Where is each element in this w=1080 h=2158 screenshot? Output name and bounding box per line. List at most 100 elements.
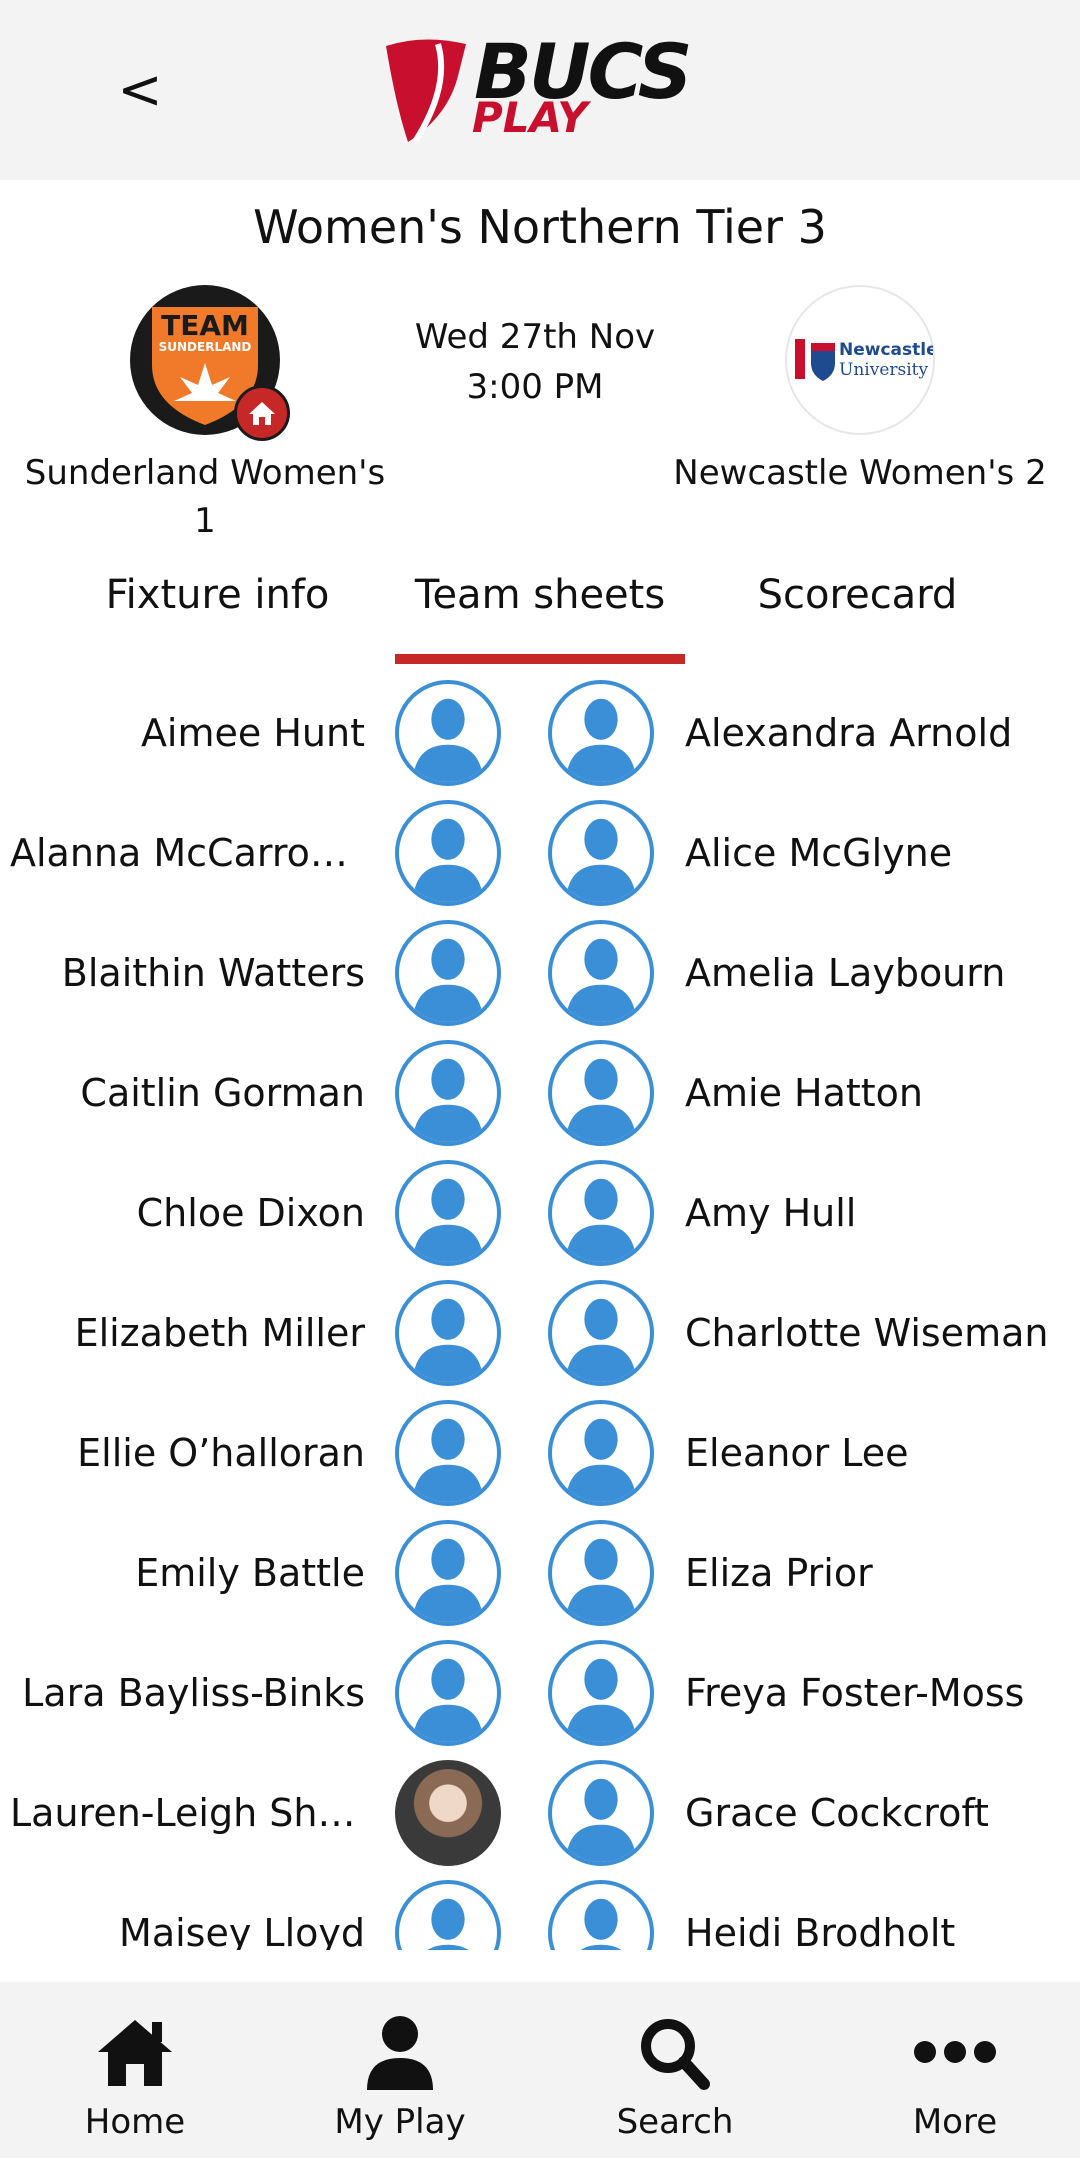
tab-scorecard[interactable]: Scorecard: [757, 572, 958, 618]
away-player-name[interactable]: Amy Hull: [685, 1191, 857, 1235]
fixture-tabs: Fixture info Team sheets Scorecard: [0, 560, 1080, 670]
away-player-avatar[interactable]: [548, 1040, 654, 1146]
home-crest-text: TEAM: [161, 309, 249, 342]
away-player-avatar[interactable]: [548, 1160, 654, 1266]
nav-search[interactable]: Search: [540, 1982, 810, 2158]
away-player-avatar[interactable]: [548, 1520, 654, 1626]
home-player-avatar[interactable]: [395, 800, 501, 906]
logo-play-text: PLAY: [472, 93, 588, 142]
default-avatar-icon: [412, 1418, 484, 1502]
player-row: Elizabeth Miller Charlotte Wiseman: [0, 1272, 1080, 1392]
home-player-name[interactable]: Blaithin Watters: [61, 951, 365, 995]
competition-title: Women's Northern Tier 3: [253, 200, 827, 254]
nav-more-label: More: [912, 2102, 998, 2142]
bottom-navigation: Home My Play Search More: [0, 1982, 1080, 2158]
home-player-avatar[interactable]: [395, 920, 501, 1026]
home-player-avatar[interactable]: [395, 1040, 501, 1146]
away-player-name[interactable]: Amie Hatton: [685, 1071, 924, 1115]
home-team[interactable]: TEAM SUNDERLAND Sunderland Women's 1: [10, 285, 400, 545]
nav-more[interactable]: More: [820, 1982, 1080, 2158]
home-player-name[interactable]: Chloe Dixon: [136, 1191, 365, 1235]
player-row: Emily Battle Eliza Prior: [0, 1512, 1080, 1632]
tab-fixture-info[interactable]: Fixture info: [105, 572, 330, 618]
away-player-avatar[interactable]: [548, 1880, 654, 1950]
nav-my-play-label: My Play: [334, 2102, 466, 2142]
tab-team-sheets[interactable]: Team sheets: [414, 572, 666, 618]
away-player-name[interactable]: Charlotte Wiseman: [685, 1311, 1049, 1355]
away-player-avatar[interactable]: [548, 1640, 654, 1746]
away-player-avatar[interactable]: [548, 1280, 654, 1386]
away-player-name[interactable]: Eleanor Lee: [685, 1431, 909, 1475]
home-player-name[interactable]: Ellie O’halloran: [77, 1431, 365, 1475]
player-row: Maisey Lloyd Heidi Brodholt: [0, 1872, 1080, 1950]
default-avatar-icon: [412, 1178, 484, 1262]
nav-my-play[interactable]: My Play: [265, 1982, 535, 2158]
default-avatar-icon: [565, 1058, 637, 1142]
fixture-date: Wed 27th Nov: [414, 317, 656, 357]
fixture-datetime: Wed 27th Nov 3:00 PM: [380, 312, 690, 412]
home-player-avatar[interactable]: [395, 680, 501, 786]
away-player-name[interactable]: Grace Cockcroft: [685, 1791, 989, 1835]
away-player-name[interactable]: Eliza Prior: [685, 1551, 873, 1595]
home-icon: [98, 2020, 172, 2086]
search-icon: [641, 2019, 710, 2090]
away-player-name[interactable]: Amelia Laybourn: [685, 951, 1006, 995]
default-avatar-icon: [565, 1538, 637, 1622]
default-avatar-icon: [565, 698, 637, 782]
default-avatar-icon: [427, 1898, 469, 1950]
home-team-crest: TEAM SUNDERLAND: [130, 285, 290, 441]
default-avatar-icon: [580, 1898, 622, 1950]
away-crest-subtext: University: [839, 360, 928, 380]
default-avatar-icon: [565, 938, 637, 1022]
home-player-avatar[interactable]: [395, 1640, 501, 1746]
home-player-name[interactable]: Alanna McCarron ...: [10, 831, 365, 875]
home-player-name[interactable]: Maisey Lloyd: [119, 1911, 365, 1950]
default-avatar-icon: [412, 938, 484, 1022]
player-row: Chloe Dixon Amy Hull: [0, 1152, 1080, 1272]
away-player-name[interactable]: Alice McGlyne: [685, 831, 953, 875]
home-player-avatar[interactable]: [395, 1880, 501, 1950]
away-team-name: Newcastle Women's 2: [673, 453, 1047, 493]
nav-search-label: Search: [616, 2102, 734, 2142]
home-player-name[interactable]: Elizabeth Miller: [74, 1311, 365, 1355]
default-avatar-icon: [565, 1178, 637, 1262]
home-player-name[interactable]: Caitlin Gorman: [80, 1071, 365, 1115]
default-avatar-icon: [565, 1778, 637, 1862]
away-player-avatar[interactable]: [548, 680, 654, 786]
player-row: Lara Bayliss-Binks Freya Foster-Moss: [0, 1632, 1080, 1752]
home-player-avatar[interactable]: [395, 1160, 501, 1266]
default-avatar-icon: [412, 1298, 484, 1382]
home-badge: [234, 385, 290, 441]
home-player-name[interactable]: Emily Battle: [135, 1551, 365, 1595]
shield-logo-icon: [386, 39, 466, 142]
away-player-avatar[interactable]: [548, 800, 654, 906]
away-player-avatar[interactable]: [548, 1400, 654, 1506]
player-row: Ellie O’halloran Eleanor Lee: [0, 1392, 1080, 1512]
home-player-avatar[interactable]: [395, 1280, 501, 1386]
home-player-photo[interactable]: [395, 1760, 501, 1866]
default-avatar-icon: [565, 1298, 637, 1382]
away-player-name[interactable]: Heidi Brodholt: [685, 1911, 956, 1950]
away-player-avatar[interactable]: [548, 920, 654, 1026]
away-player-avatar[interactable]: [548, 1760, 654, 1866]
player-row: Alanna McCarron ... Alice McGlyne: [0, 792, 1080, 912]
home-player-name[interactable]: Aimee Hunt: [140, 711, 365, 755]
nav-home-label: Home: [84, 2102, 186, 2142]
default-avatar-icon: [565, 1418, 637, 1502]
away-team-crest: Newcastle University: [785, 285, 935, 435]
player-row: Blaithin Watters Amelia Laybourn: [0, 912, 1080, 1032]
home-player-name[interactable]: Lauren-Leigh Shie...: [10, 1791, 365, 1835]
nav-home[interactable]: Home: [0, 1982, 270, 2158]
home-player-avatar[interactable]: [395, 1400, 501, 1506]
sunderland-crest-icon: TEAM SUNDERLAND: [152, 307, 258, 425]
away-team[interactable]: Newcastle University Newcastle Women's 2: [670, 285, 1050, 497]
home-crest-subtext: SUNDERLAND: [159, 340, 252, 354]
home-player-name[interactable]: Lara Bayliss-Binks: [22, 1671, 365, 1715]
away-player-name[interactable]: Freya Foster-Moss: [685, 1671, 1025, 1715]
back-button[interactable]: <: [117, 58, 163, 121]
away-player-name[interactable]: Alexandra Arnold: [685, 711, 1013, 755]
home-player-avatar[interactable]: [395, 1520, 501, 1626]
player-row: Aimee Hunt Alexandra Arnold: [0, 672, 1080, 792]
default-avatar-icon: [412, 1538, 484, 1622]
